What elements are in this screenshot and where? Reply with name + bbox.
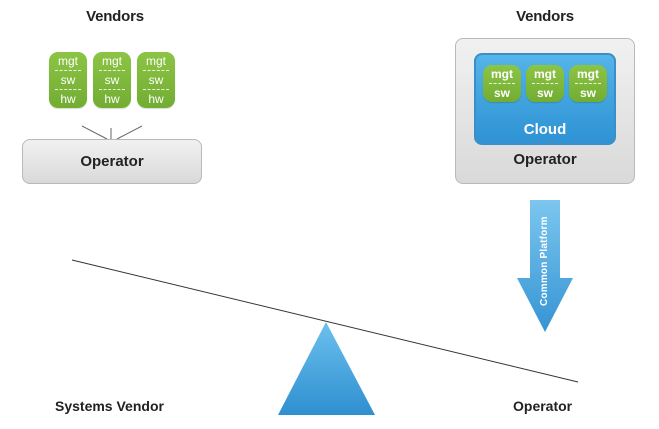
left-operator-box: Operator	[22, 139, 202, 184]
layer-divider	[489, 83, 515, 84]
layer-divider	[143, 70, 169, 71]
stack-layer-mgt: mgt	[145, 54, 166, 68]
stack-layer-hw: hw	[148, 92, 164, 106]
layer-divider	[575, 83, 601, 84]
vendor-stack: mgt sw hw	[137, 52, 175, 108]
vendor-stack: mgt sw hw	[93, 52, 131, 108]
stack-layer-mgt: mgt	[491, 67, 513, 81]
common-platform-arrow	[517, 200, 573, 332]
seesaw-beam	[71, 259, 579, 383]
stack-layer-sw: sw	[493, 86, 510, 100]
layer-divider	[99, 70, 125, 71]
connector-line	[81, 125, 108, 140]
stack-layer-sw: sw	[104, 73, 120, 87]
stack-layer-sw: sw	[536, 86, 553, 100]
stack-layer-mgt: mgt	[577, 67, 599, 81]
cloud-vendor-stack: mgt sw	[569, 65, 607, 102]
stack-layer-sw: sw	[579, 86, 596, 100]
common-platform-label: Common Platform	[539, 216, 550, 306]
right-operator-box: mgt sw mgt sw mgt sw Cloud Operator	[455, 38, 635, 184]
layer-divider	[55, 89, 81, 90]
vendor-stack: mgt sw hw	[49, 52, 87, 108]
cloud-box: mgt sw mgt sw mgt sw Cloud	[474, 53, 616, 145]
layer-divider	[143, 89, 169, 90]
layer-divider	[99, 89, 125, 90]
stack-layer-mgt: mgt	[101, 54, 122, 68]
cloud-vendor-stack: mgt sw	[483, 65, 521, 102]
stack-layer-sw: sw	[60, 73, 76, 87]
operator-bottom-label: Operator	[513, 398, 573, 414]
layer-divider	[532, 83, 558, 84]
stack-layer-mgt: mgt	[57, 54, 78, 68]
systems-vendor-label: Systems Vendor	[55, 398, 164, 414]
left-operator-label: Operator	[80, 153, 144, 170]
stack-layer-mgt: mgt	[534, 67, 556, 81]
connector-line	[116, 125, 143, 140]
right-operator-label: Operator	[513, 151, 577, 168]
stack-layer-hw: hw	[60, 92, 76, 106]
stack-layer-hw: hw	[104, 92, 120, 106]
cloud-vendor-stack: mgt sw	[526, 65, 564, 102]
stack-layer-sw: sw	[148, 73, 164, 87]
fulcrum-triangle	[278, 322, 375, 415]
left-vendors-title: Vendors	[86, 8, 144, 25]
layer-divider	[55, 70, 81, 71]
right-vendors-title: Vendors	[516, 8, 574, 25]
cloud-label: Cloud	[523, 121, 567, 138]
